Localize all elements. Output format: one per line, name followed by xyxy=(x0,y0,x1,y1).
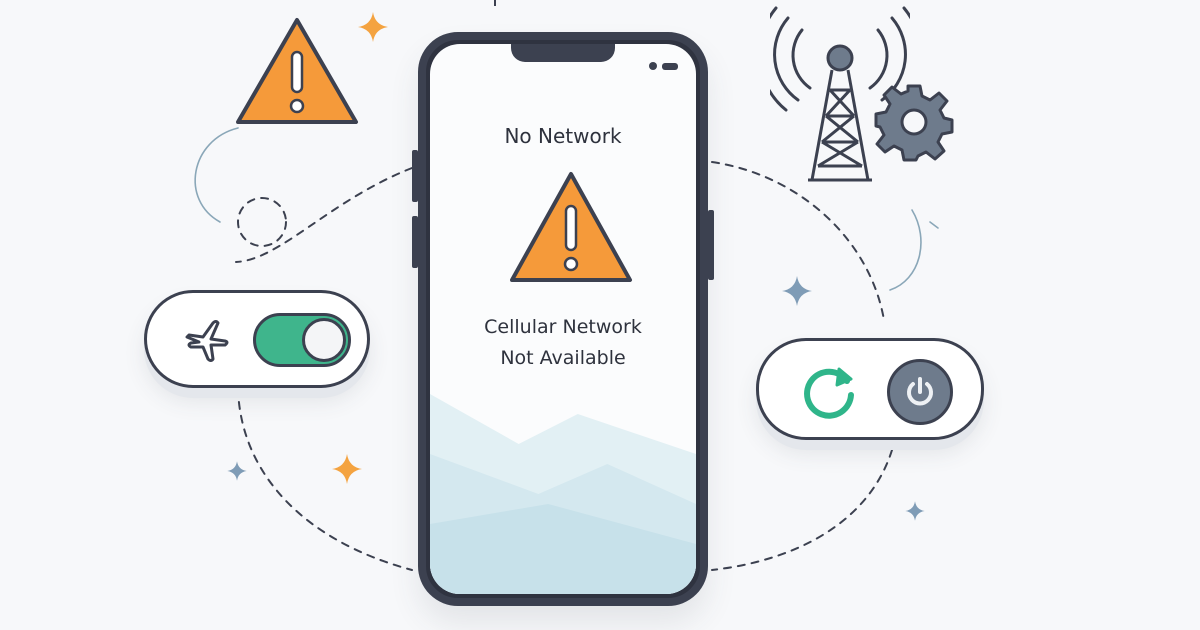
sparkle-icon xyxy=(227,461,247,481)
phone: No Network Cellular Network Not Availabl… xyxy=(412,32,714,606)
message-line-1: Cellular Network xyxy=(484,316,642,338)
battery-icon xyxy=(662,62,678,70)
airplane-mode-toggle-card xyxy=(144,290,370,388)
toggle-knob xyxy=(302,318,346,362)
phone-screen: No Network Cellular Network Not Availabl… xyxy=(430,44,696,594)
sparkle-icon xyxy=(905,501,925,521)
volume-button xyxy=(412,216,418,268)
power-icon xyxy=(907,377,933,406)
side-button xyxy=(708,210,714,280)
warning-icon xyxy=(236,18,358,124)
screen-background-waves xyxy=(430,394,696,594)
refresh-icon[interactable] xyxy=(797,359,861,423)
network-unavailable-message: Cellular Network Not Available xyxy=(430,312,696,374)
status-bar xyxy=(649,62,678,70)
sparkle-icon xyxy=(332,454,362,484)
screen-title: No Network xyxy=(504,124,622,148)
volume-button xyxy=(412,150,418,202)
sparkle-icon xyxy=(358,12,388,42)
warning-icon xyxy=(510,172,632,282)
power-button[interactable] xyxy=(887,359,953,425)
sparkle-icon xyxy=(782,276,812,306)
network-controls-card xyxy=(756,338,984,440)
cell-tower-icon xyxy=(770,6,910,182)
airplane-icon xyxy=(185,320,229,362)
airplane-mode-switch[interactable] xyxy=(253,313,351,367)
gear-icon xyxy=(874,84,954,162)
signal-status-icon xyxy=(649,62,657,70)
phone-notch xyxy=(511,44,615,62)
message-line-2: Not Available xyxy=(500,347,626,369)
